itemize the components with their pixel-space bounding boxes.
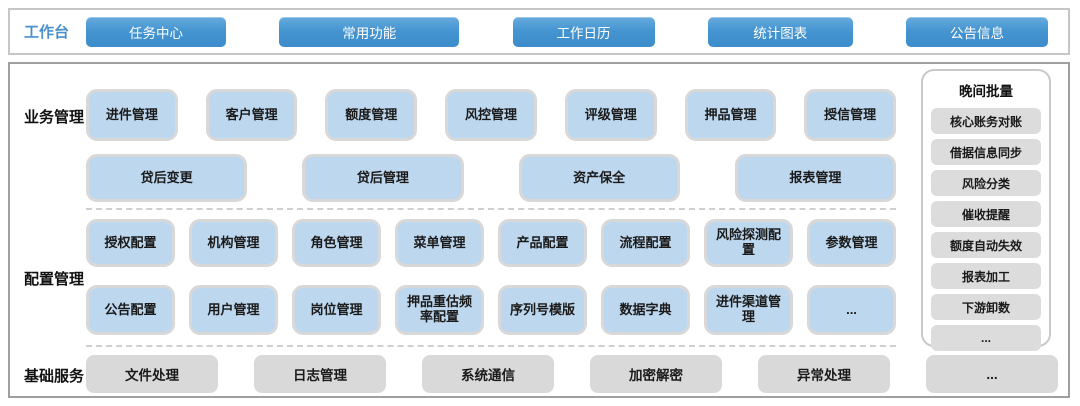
business-row-1: 进件管理客户管理额度管理风控管理评级管理押品管理授信管理 — [86, 89, 897, 141]
config-module: 押品重估频率配置 — [395, 285, 484, 335]
night-batch-title: 晚间批量 — [959, 84, 1013, 99]
config-module: 产品配置 — [498, 219, 587, 267]
night-batch-item: 借据信息同步 — [931, 139, 1041, 165]
workbench-button: 统计图表 — [707, 16, 853, 47]
base-service-module: ... — [926, 355, 1058, 393]
section-label-business: 业务管理 — [24, 109, 85, 126]
workbench-button: 常用功能 — [279, 16, 460, 47]
base-service-module: 加密解密 — [590, 355, 722, 393]
business-module: 评级管理 — [564, 89, 657, 141]
base-service-row: 文件处理日志管理系统通信加密解密异常处理... — [86, 355, 1058, 393]
config-module: 角色管理 — [292, 219, 381, 267]
business-row-2: 贷后变更 贷后管理 资产保全 报表管理 — [86, 154, 896, 202]
workbench-button: 任务中心 — [86, 16, 226, 47]
business-module: 贷后管理 — [302, 154, 464, 202]
config-module: 参数管理 — [807, 219, 896, 267]
business-module: 进件管理 — [86, 89, 178, 141]
workbench-bar: 工作台 任务中心 常用功能 工作日历 统计图表 公告信息 — [8, 8, 1070, 55]
business-module: 报表管理 — [734, 154, 896, 202]
night-batch-list: 核心账务对账借据信息同步风险分类催收提醒额度自动失效报表加工下游卸数... — [931, 108, 1041, 351]
config-module: 数据字典 — [601, 285, 690, 335]
business-module: 押品管理 — [684, 89, 777, 141]
config-module: 风险探测配置 — [704, 219, 793, 267]
night-batch-item: 催收提醒 — [931, 201, 1041, 227]
config-module: ... — [807, 285, 896, 335]
base-service-module: 日志管理 — [254, 355, 386, 393]
config-module: 岗位管理 — [292, 285, 381, 335]
config-module: 序列号模版 — [498, 285, 587, 335]
config-module: 授权配置 — [86, 219, 175, 267]
night-batch-item: 报表加工 — [931, 263, 1041, 289]
config-module: 流程配置 — [601, 219, 690, 267]
base-service-module: 异常处理 — [758, 355, 890, 393]
workbench-button: 公告信息 — [906, 16, 1048, 47]
section-divider — [86, 208, 896, 210]
business-module: 客户管理 — [205, 89, 298, 141]
night-batch-item: 额度自动失效 — [931, 232, 1041, 258]
night-batch-panel: 晚间批量 核心账务对账借据信息同步风险分类催收提醒额度自动失效报表加工下游卸数.… — [921, 69, 1051, 351]
config-module: 进件渠道管理 — [704, 285, 793, 335]
business-module: 贷后变更 — [86, 154, 248, 202]
night-batch-item: 下游卸数 — [931, 294, 1041, 320]
architecture-panel: 业务管理 进件管理客户管理额度管理风控管理评级管理押品管理授信管理 贷后变更贷后… — [8, 62, 1070, 398]
workbench-button-group: 任务中心 常用功能 工作日历 统计图表 公告信息 — [86, 16, 1048, 47]
config-module: 公告配置 — [86, 285, 175, 335]
section-label-base: 基础服务 — [24, 368, 85, 385]
business-module: 授信管理 — [804, 89, 897, 141]
section-divider — [86, 345, 896, 347]
business-module: 风控管理 — [445, 89, 537, 141]
night-batch-item: ... — [931, 325, 1041, 351]
base-service-module: 系统通信 — [422, 355, 554, 393]
workbench-label: 工作台 — [24, 24, 70, 41]
config-module: 菜单管理 — [395, 219, 484, 267]
config-row-2: 公告配置用户管理岗位管理押品重估频率配置序列号模版数据字典进件渠道管理... — [86, 285, 896, 335]
base-service-module: 文件处理 — [86, 355, 218, 393]
config-module: 机构管理 — [189, 219, 278, 267]
business-module: 额度管理 — [325, 89, 418, 141]
config-row-1: 授权配置机构管理角色管理菜单管理产品配置流程配置风险探测配置参数管理 — [86, 219, 896, 267]
business-module: 资产保全 — [518, 154, 680, 202]
config-module: 用户管理 — [189, 285, 278, 335]
night-batch-item: 核心账务对账 — [931, 108, 1041, 134]
night-batch-item: 风险分类 — [931, 170, 1041, 196]
workbench-button: 工作日历 — [512, 16, 655, 47]
section-label-config: 配置管理 — [24, 271, 85, 288]
